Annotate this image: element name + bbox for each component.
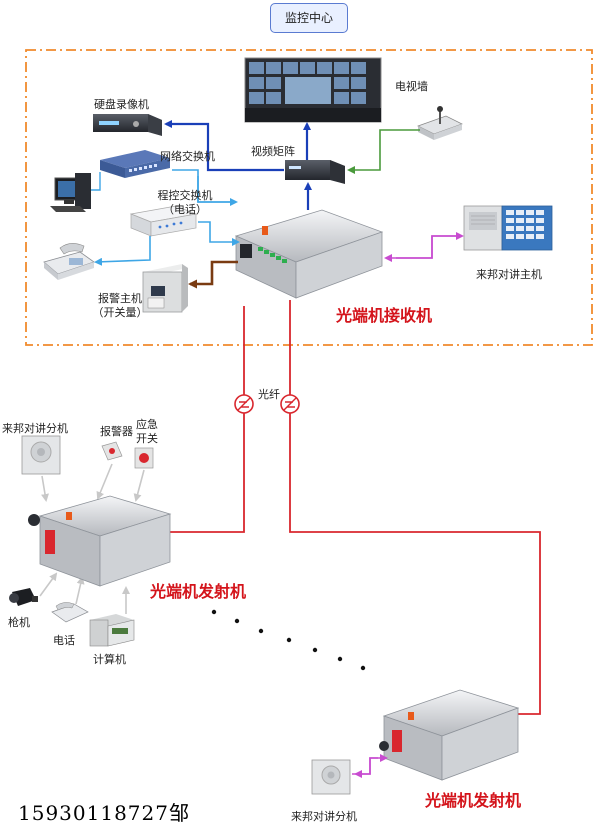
alarm-button-icon [101,441,123,461]
fiber-transmitter-left-icon [28,495,172,587]
fiber-receiver-icon [234,209,384,299]
matrix-to-dvr-link [164,120,284,172]
monitoring-center-frame [25,49,593,346]
intercom-link [384,235,462,262]
emergency-switch-label-line2: 开关 [136,432,158,445]
telephone-label: 电话 [53,634,75,647]
desk-phone-icon [51,602,89,623]
emergency-switch-label-line1: 应急 [136,418,158,431]
fiber-coupler-right-icon [280,394,300,414]
pc-to-switch-link [91,172,101,191]
transmitter-right-label: 光端机发射机 [425,791,522,810]
alarm-host-label: 报警主机 （开关量） [90,292,150,320]
intercom-bottom-link-back [354,757,378,778]
pbx-label: 程控交换机 （电话） [150,189,220,217]
receiver-to-alarm-link [188,260,238,289]
emergency-switch-icon [134,447,154,469]
fiber-transmitter-right-icon [379,689,520,781]
fiber-coupler-left-icon [234,394,254,414]
pbx-to-receiver-link [198,221,240,246]
intercom-speaker-left-icon [21,435,61,475]
tv-wall-label: 电视墙 [395,80,428,93]
telephone-icon [43,243,95,280]
intercom-host-icon [463,205,553,251]
alarm-host-icon [142,264,188,313]
intercom-extension-left-label: 来邦对讲分机 [2,422,68,435]
network-switch-icon [100,150,170,178]
intercom-bottom-link [352,754,388,775]
fiber-line-left [170,306,245,533]
intercom-host-label: 来邦对讲主机 [476,268,542,281]
ptz-to-matrix-link [347,129,420,174]
intercom-extension-bottom-label: 来邦对讲分机 [291,810,357,823]
intercom-link-back [396,232,464,259]
monitoring-center-title: 监控中心 [270,3,348,33]
network-switch-label: 网络交换机 [160,150,215,163]
fiber-line-right [289,300,541,715]
receiver-label: 光端机接收机 [336,306,433,325]
transmitter-left-label: 光端机发射机 [150,582,247,601]
receiver-to-switch-link [197,176,236,203]
pbx-icon [129,205,198,237]
computer-label: 计算机 [93,653,126,666]
video-matrix-label: 视频矩阵 [251,145,295,158]
alarm-label: 报警器 [100,425,133,438]
contact-phone-number: 15930118727邹 [18,801,190,825]
alarm-host-label-line1: 报警主机 [98,292,142,305]
dvr-label: 硬盘录像机 [94,98,149,111]
dvr-icon [93,114,162,136]
computer-icon [50,173,91,212]
tv-wall-icon [244,57,382,123]
ptz-keyboard-icon [417,106,463,140]
continuation-dots [211,609,366,671]
camera-label: 枪机 [8,616,30,629]
intercom-speaker-bottom-icon [311,759,351,795]
video-matrix-icon [285,160,345,184]
pbx-label-line1: 程控交换机 [157,189,213,202]
emergency-switch-label: 应急 开关 [134,418,160,446]
pbx-label-line2: （电话） [163,203,207,216]
industrial-computer-icon [89,614,135,647]
fiber-label: 光纤 [258,388,280,401]
alarm-host-label-line2: （开关量） [92,306,148,319]
camera-icon [9,588,38,606]
pbx-to-phone-link [94,236,151,266]
